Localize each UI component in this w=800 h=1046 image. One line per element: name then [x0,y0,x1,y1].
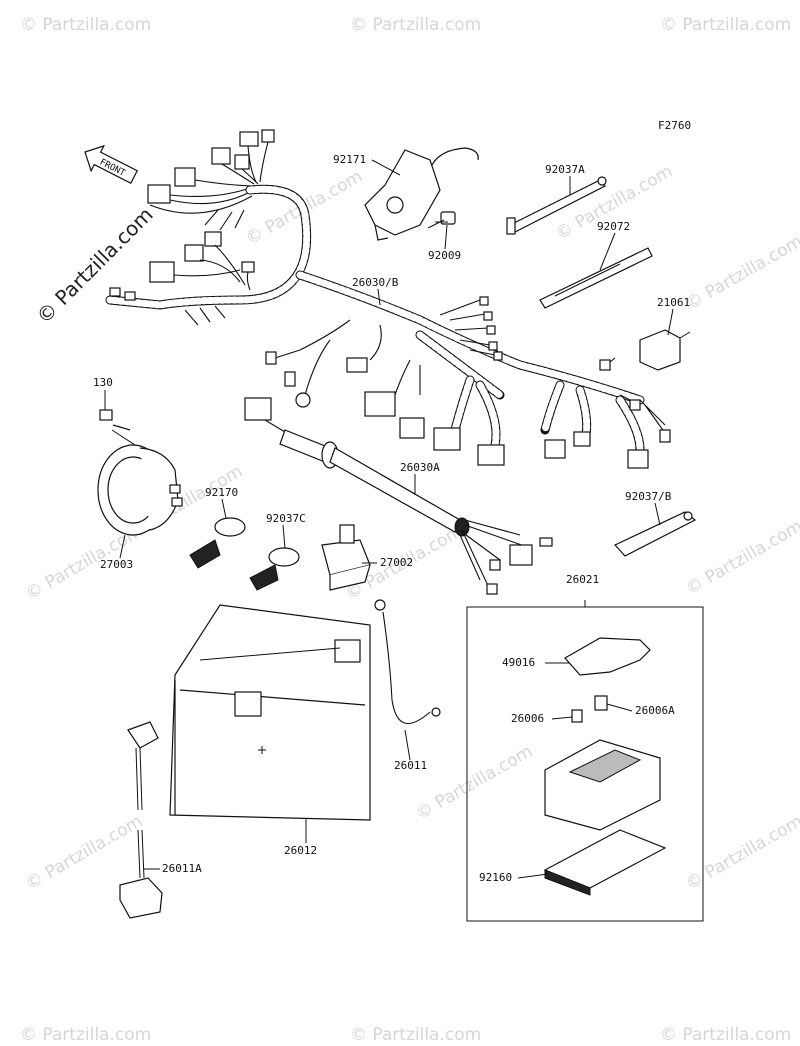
part-label-26011[interactable]: 26011 [394,759,427,772]
part-label-26006[interactable]: 26006 [511,712,544,725]
figure-code: F2760 [658,119,691,132]
watermark: © Partzilla.com [683,516,800,599]
front-arrow-icon: FRONT [84,144,138,185]
cable-26011A [119,721,163,919]
strap-92037B [614,511,697,557]
part-label-49016[interactable]: 49016 [502,656,535,669]
part-label-92009[interactable]: 92009 [428,249,461,262]
part-label-26030A[interactable]: 26030A [400,461,440,474]
part-label-92037C[interactable]: 92037C [266,512,306,525]
main-wiring-harness [105,129,671,469]
part-label-26006A[interactable]: 26006A [635,704,675,717]
watermark: © Partzilla.com [660,1025,791,1045]
battery-26012 [169,604,371,821]
band-92037A [506,176,607,235]
watermark: © Partzilla.com [413,741,537,824]
harness-connector-cluster-lower [109,231,255,326]
relay-27002 [321,524,371,591]
part-label-26021[interactable]: 26021 [566,573,599,586]
watermark: © Partzilla.com [350,1025,481,1045]
part-label-92170[interactable]: 92170 [205,486,238,499]
watermark: © Partzilla.com [660,15,791,35]
part-label-21061[interactable]: 21061 [657,296,690,309]
part-labels: 92171 92037A 92009 92072 26030/B 21061 1… [93,153,690,884]
part-label-92171[interactable]: 92171 [333,153,366,166]
fuse-box-assembly-26021 [466,600,704,922]
part-label-92160[interactable]: 92160 [479,871,512,884]
watermark: © Partzilla.com [350,15,481,35]
watermark: © Partzilla.com [23,811,147,894]
clamp-92170 [189,517,246,569]
copyright-watermark: © Partzilla.com [32,202,158,328]
part-label-26012[interactable]: 26012 [284,844,317,857]
part-label-92037B[interactable]: 92037/B [625,490,672,503]
part-label-130[interactable]: 130 [93,376,113,389]
part-label-92037A[interactable]: 92037A [545,163,585,176]
bracket-92171 [364,147,479,241]
part-label-26030B[interactable]: 26030/B [352,276,399,289]
part-label-27002[interactable]: 27002 [380,556,413,569]
part-label-26011A[interactable]: 26011A [162,862,202,875]
cable-26011 [374,599,441,725]
horn-27003 [97,409,183,536]
clamp-92037C [249,547,300,591]
watermark: © Partzilla.com [683,811,800,894]
bolt-92009 [427,211,456,229]
watermark: © Partzilla.com [20,1025,151,1045]
band-92072 [539,247,653,309]
watermark: © Partzilla.com [20,15,151,35]
harness-connector-cluster-upper [147,129,275,231]
part-label-27003[interactable]: 27003 [100,558,133,571]
sub-harness-26030A [244,397,553,595]
part-label-92072[interactable]: 92072 [597,220,630,233]
relay-21061 [639,329,691,371]
watermark: © Partzilla.com [683,231,800,314]
